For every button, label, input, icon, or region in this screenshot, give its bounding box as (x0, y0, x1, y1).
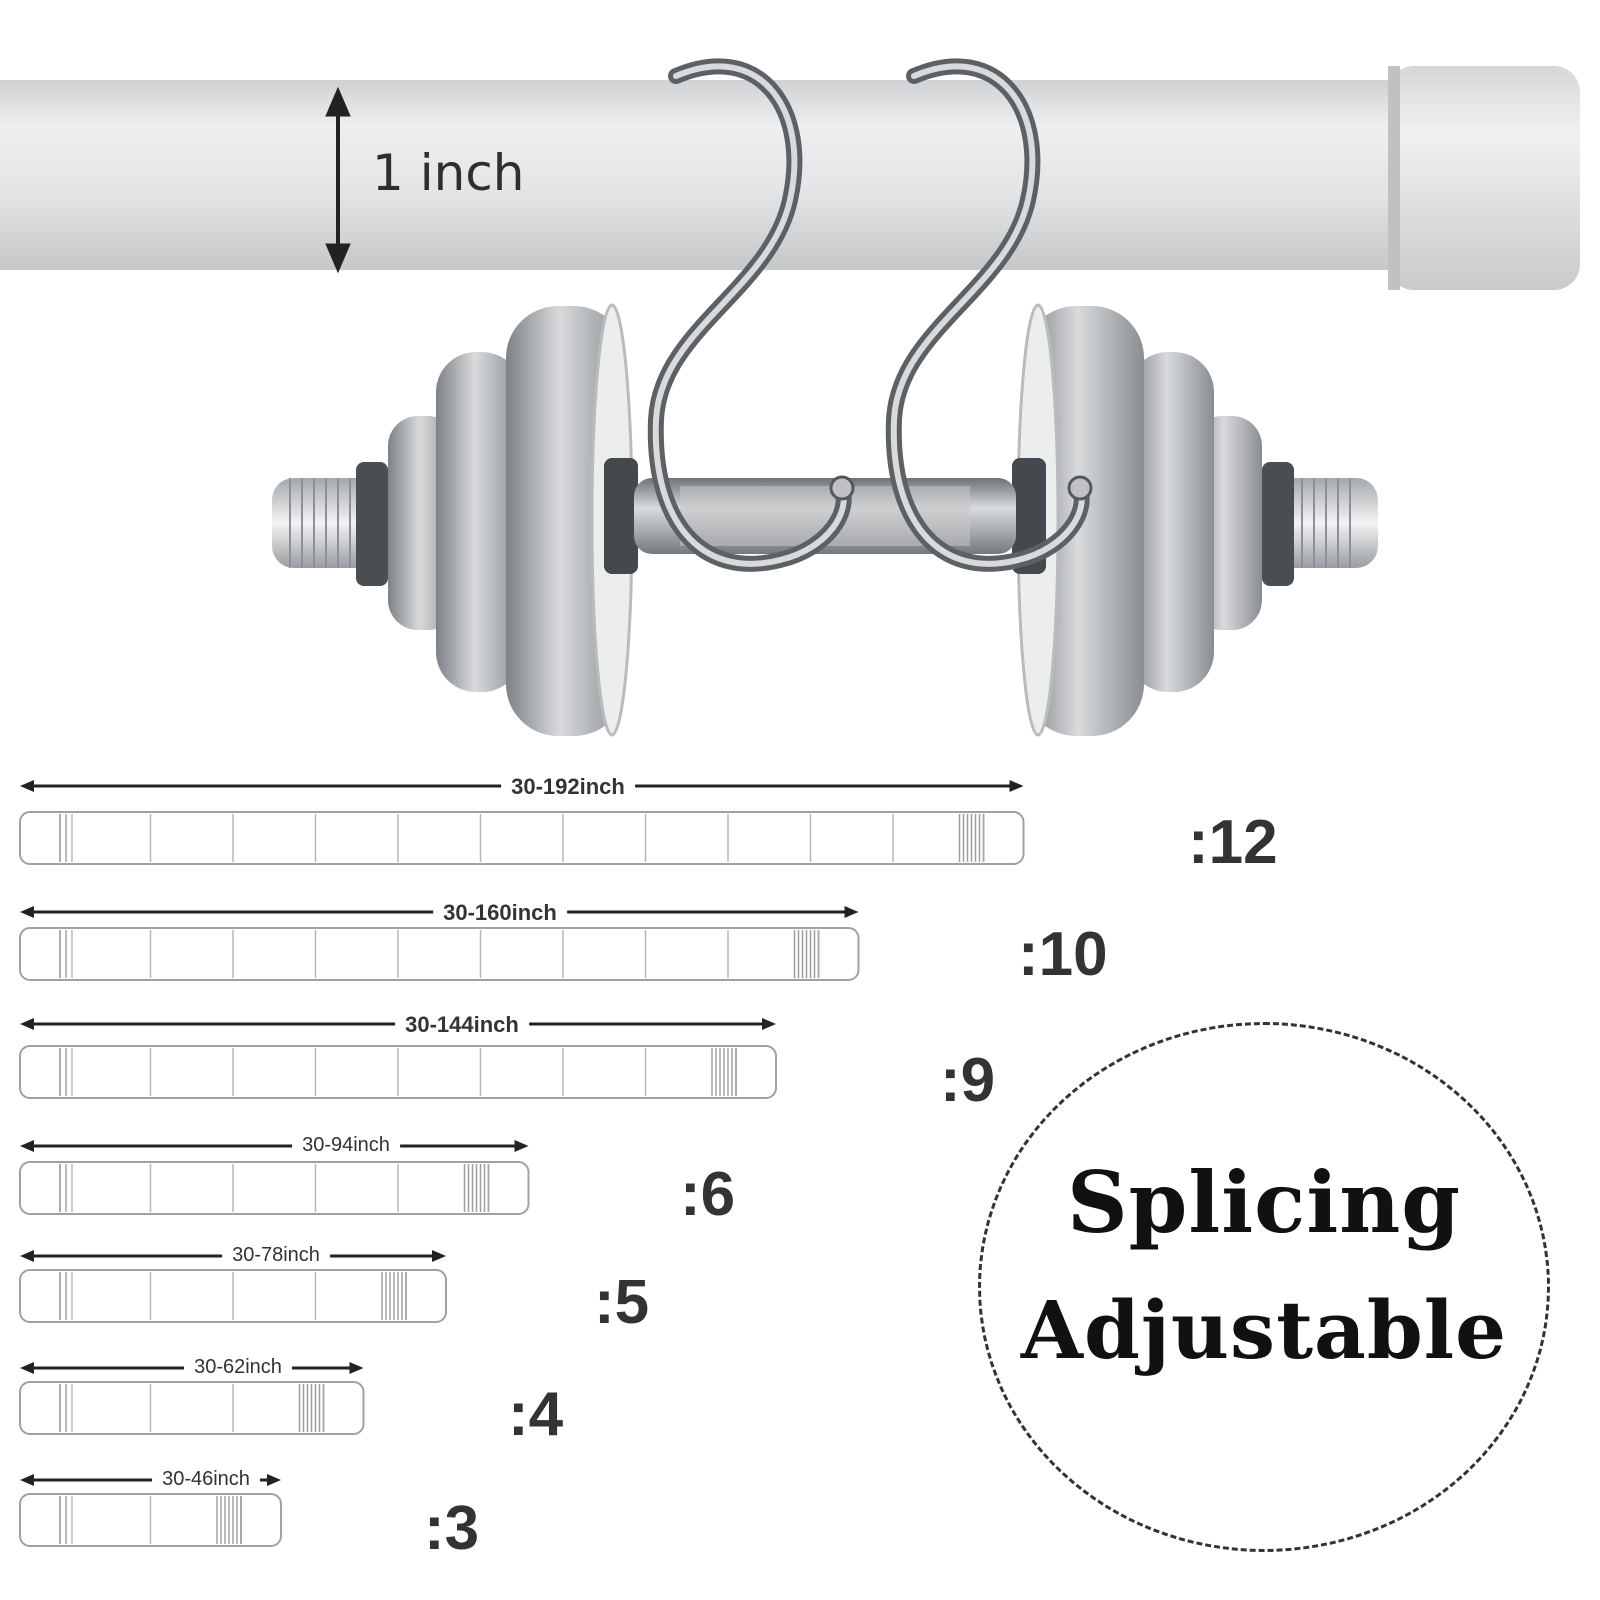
section-count: :3 (424, 1494, 480, 1563)
section-count: :12 (1188, 808, 1278, 877)
rod-diameter-label: 1 inch (372, 144, 525, 202)
length-label: 30-78inch (222, 1244, 330, 1267)
telescopic-rod-icon (19, 1045, 777, 1099)
telescopic-rod-icon (19, 1493, 282, 1547)
rod-option-row: 30-46inch :3 (0, 1466, 1600, 1566)
section-count: :4 (508, 1380, 564, 1449)
badge-line-1: Splicing (1066, 1153, 1462, 1252)
rod-option-row: 30-160inch :10 (0, 898, 1600, 998)
section-count: :6 (680, 1160, 736, 1229)
length-label: 30-62inch (184, 1356, 292, 1379)
double-arrow-icon (325, 86, 351, 274)
length-label: 30-94inch (292, 1134, 400, 1157)
splicing-adjustable-badge: Splicing Adjustable (978, 1022, 1550, 1552)
telescopic-rod-icon (19, 1381, 365, 1435)
length-label: 30-160inch (433, 900, 567, 926)
dumbbell-icon (272, 303, 1378, 737)
telescopic-rod-icon (19, 1269, 447, 1323)
section-count: :9 (940, 1046, 996, 1115)
telescopic-rod-icon (19, 927, 860, 981)
s-hook-icon (647, 58, 855, 572)
rod-option-row: 30-144inch :9 (0, 1010, 1600, 1115)
length-arrow-icon (20, 1140, 529, 1152)
hero-illustration: 1 inch (0, 0, 1600, 760)
rod-diagram (19, 1250, 447, 1323)
length-label: 30-192inch (501, 774, 635, 800)
rod-dumbbell-illustration (0, 58, 1580, 737)
rod-option-row: 30-94inch :6 (0, 1132, 1600, 1232)
rod-option-row: 30-192inch :12 (0, 772, 1600, 877)
section-count: :5 (594, 1268, 650, 1337)
section-count: :10 (1018, 920, 1108, 989)
length-label: 30-144inch (395, 1012, 529, 1038)
rod-diagram (19, 1018, 777, 1099)
rod-diagram (19, 1140, 530, 1215)
rod-diagram (19, 1362, 365, 1435)
rod-diagram (19, 1474, 282, 1547)
curtain-rod-icon (0, 66, 1580, 290)
rod-option-row: 30-78inch :5 (0, 1242, 1600, 1342)
rod-diagram (19, 906, 860, 981)
rod-option-row: 30-62inch :4 (0, 1354, 1600, 1454)
badge-line-2: Adjustable (1020, 1283, 1508, 1377)
telescopic-rod-icon (19, 1161, 530, 1215)
rod-diagram (19, 780, 1025, 865)
telescopic-rod-icon (19, 811, 1025, 865)
length-label: 30-46inch (152, 1468, 260, 1491)
s-hook-icon (885, 58, 1093, 572)
